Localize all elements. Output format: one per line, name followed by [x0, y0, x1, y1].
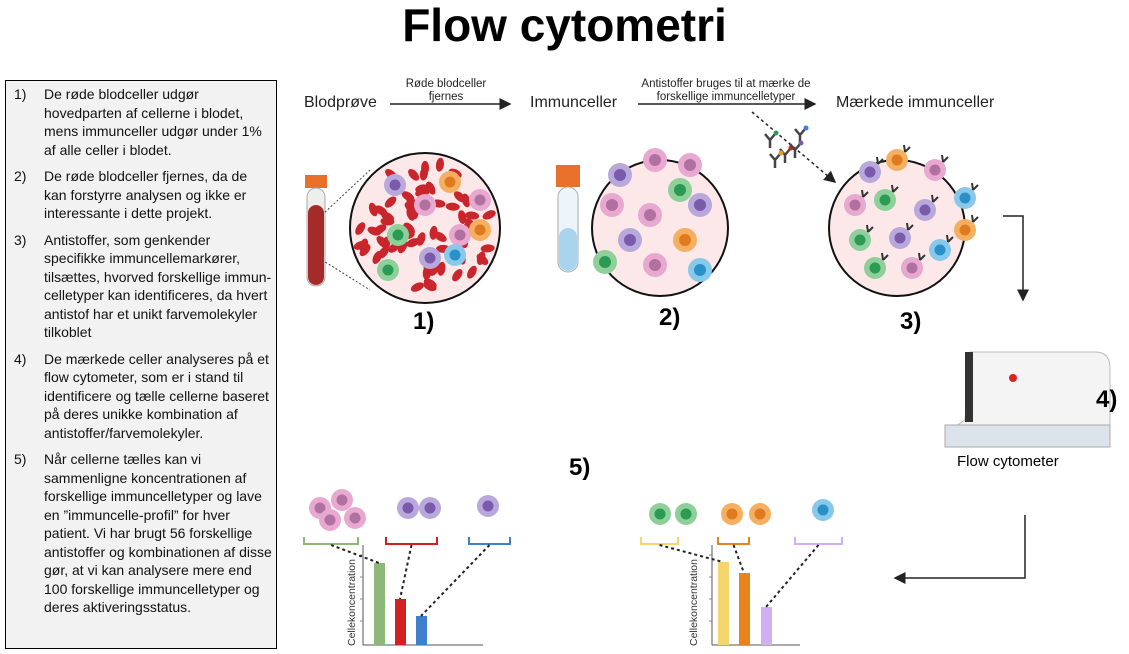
- group-bracket: [640, 537, 679, 545]
- connector-line: [330, 544, 380, 564]
- red-blood-cell: [467, 265, 477, 279]
- step-number: 2): [14, 168, 27, 184]
- step-number: 5): [14, 451, 27, 467]
- step-text: Antistoffer, som genkender specifikke im…: [44, 231, 272, 341]
- red-blood-cell: [368, 202, 378, 217]
- antibody-icon: [881, 252, 889, 261]
- chart-bar: [395, 599, 406, 645]
- step-label-2: 2): [659, 304, 681, 331]
- chart-bar: [739, 573, 750, 645]
- step-label-3: 3): [900, 308, 922, 335]
- connector-line: [659, 544, 724, 563]
- red-blood-cell: [445, 202, 460, 211]
- red-blood-cell: [359, 244, 371, 257]
- chart-1-ylabel: Cellekoncentration: [346, 559, 358, 646]
- immune-cell-tube-icon: [556, 165, 580, 273]
- red-blood-cell: [373, 224, 387, 235]
- step-number: 4): [14, 350, 27, 367]
- step-item-1: 1) De røde blodceller udgør hovedparten a…: [14, 85, 272, 159]
- antibody-icon: [918, 252, 926, 261]
- red-blood-cell: [378, 246, 389, 259]
- antibody-icon: [891, 184, 899, 193]
- red-blood-cell: [482, 210, 496, 220]
- red-blood-cell: [422, 266, 431, 281]
- antibody-icon: [906, 222, 914, 231]
- red-blood-cell: [406, 207, 416, 221]
- antibody-icon: [941, 154, 949, 163]
- arrow-to-results: [893, 515, 1026, 584]
- group-bracket: [717, 537, 750, 545]
- step-item-5: 5) Når cellerne tælles kan vi sammenligne…: [14, 450, 272, 617]
- red-blood-cell: [465, 211, 480, 220]
- red-blood-cell: [434, 231, 447, 242]
- red-blood-cell: [406, 238, 420, 248]
- stage-blood-sample: Blodprøve: [304, 94, 377, 111]
- connector-line: [399, 544, 413, 600]
- arrow-1-label: Røde blodceller fjernes: [405, 78, 487, 103]
- red-blood-cell: [437, 261, 446, 276]
- antibody-icon: [764, 133, 776, 148]
- chart-2-ylabel: Cellekoncentration: [688, 559, 700, 646]
- machine-label: Flow cytometer: [957, 453, 1059, 470]
- antibody-icon: [971, 214, 979, 223]
- antibody-icon: [861, 189, 869, 198]
- red-blood-cell: [421, 160, 430, 175]
- chart-bar: [761, 607, 772, 645]
- red-blood-cell: [408, 168, 420, 181]
- chart-bar: [718, 562, 729, 645]
- step-item-4: 4) De mærkede celler analyseres på et flo…: [14, 350, 272, 443]
- step-text: Når cellerne tælles kan vi sammenligne k…: [44, 451, 272, 615]
- group-bracket: [794, 537, 843, 545]
- red-blood-cell: [410, 282, 425, 292]
- step-text: De røde blodceller fjernes, da de kan fo…: [44, 168, 248, 221]
- stage-immune-cells: Immunceller: [530, 94, 618, 111]
- red-blood-cell: [415, 184, 430, 193]
- step-text: De mærkede celler analyseres på et flow …: [44, 350, 269, 441]
- connector-line: [765, 544, 820, 608]
- red-blood-cell: [458, 210, 467, 225]
- step-number: 1): [14, 86, 27, 102]
- red-blood-cell: [355, 222, 366, 235]
- connector-line: [732, 544, 745, 574]
- red-blood-cell: [452, 269, 463, 282]
- antibody-icon: [866, 224, 874, 233]
- blood-tube-icon: [305, 175, 327, 287]
- antibody-icon: [946, 234, 954, 243]
- step-label-4: 4): [1096, 386, 1118, 413]
- step-item-2: 2) De røde blodceller fjernes, da de kan …: [14, 167, 272, 223]
- stage-labeled-cells: Mærkede immunceller: [836, 94, 995, 111]
- antibody-icon: [789, 143, 801, 158]
- antibody-icon: [931, 194, 939, 203]
- antibody-icon: [769, 153, 781, 168]
- arrow-2-label: Antistoffer bruges til at mærke de forsk…: [641, 78, 811, 103]
- red-blood-cell: [476, 253, 489, 265]
- arrow-to-machine: [1003, 215, 1029, 302]
- group-bracket: [303, 537, 359, 545]
- connector-line: [420, 544, 491, 617]
- group-bracket: [468, 537, 511, 545]
- chart-bar: [374, 563, 385, 645]
- flow-cytometer-machine-icon: [944, 351, 1111, 448]
- step-item-3: 3) Antistoffer, som genkender specifikke …: [14, 231, 272, 342]
- red-blood-cell: [384, 196, 397, 208]
- red-blood-cell: [480, 244, 495, 253]
- red-blood-cell: [423, 281, 437, 292]
- red-blood-cell: [461, 193, 471, 208]
- antibody-icon: [971, 182, 979, 191]
- red-blood-cell: [380, 217, 395, 226]
- step-text: De røde blodceller udgør hovedparten af …: [44, 86, 262, 158]
- red-blood-cell: [435, 157, 445, 172]
- step-label-1: 1): [413, 308, 435, 335]
- step-number: 3): [14, 231, 27, 248]
- step-label-5: 5): [569, 454, 591, 481]
- antibody-icon: [903, 144, 911, 153]
- group-bracket: [385, 537, 438, 545]
- antibody-icon: [876, 156, 884, 165]
- page-title: Flow cytometri: [402, 0, 727, 51]
- chart-bar: [416, 616, 427, 645]
- explanation-box: 1) De røde blodceller udgør hovedparten a…: [5, 80, 277, 649]
- red-blood-cell: [416, 232, 426, 246]
